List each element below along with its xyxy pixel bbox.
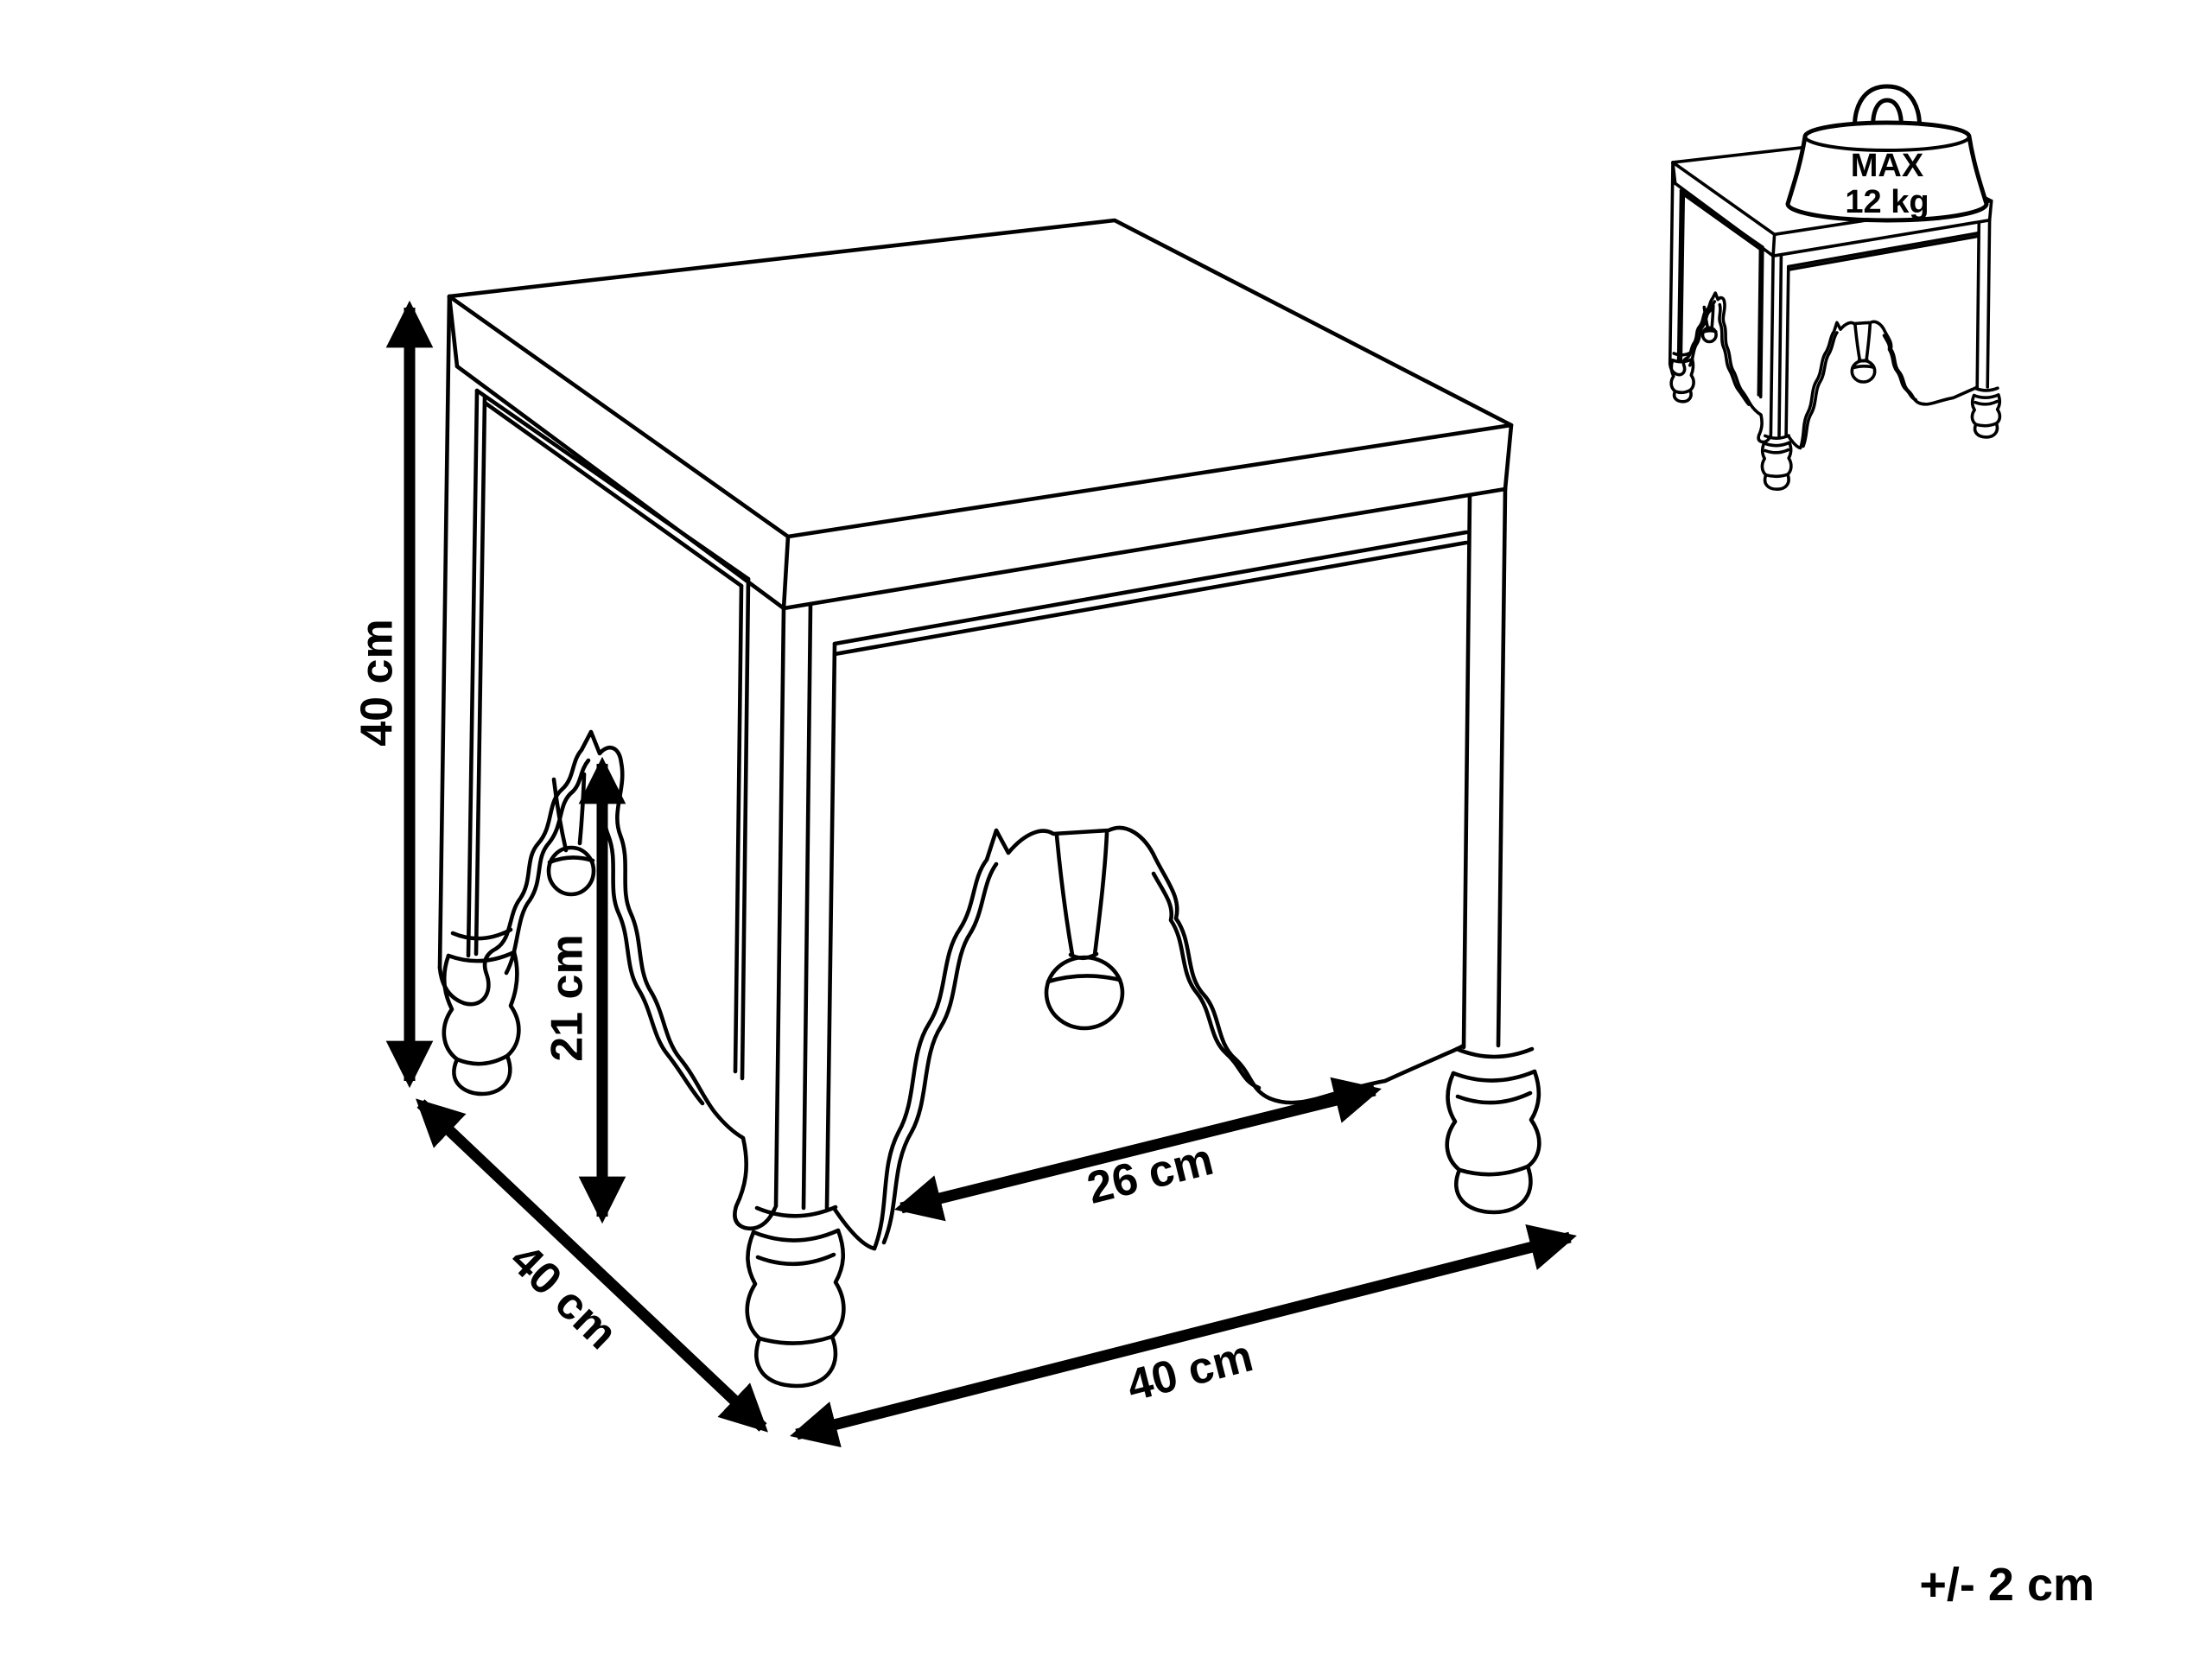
arch-height-dimension: 21 cm [543, 756, 626, 1224]
depth-dimension-label: 40 cm [500, 1235, 626, 1359]
arch-opening-dimension: 26 cm [894, 1077, 1382, 1222]
height-dimension: 40 cm [353, 300, 434, 1089]
tolerance-note: +/- 2 cm [1919, 1559, 2094, 1611]
weight-icon: MAX 12 kg [1785, 84, 1989, 223]
width-dimension-arrow [790, 1224, 1577, 1447]
depth-dimension-arrow [416, 1098, 768, 1433]
arch-opening-dimension-arrow [894, 1077, 1382, 1222]
max-load-label-line1: MAX [1851, 148, 1924, 184]
arch-height-dimension-label: 21 cm [543, 934, 593, 1061]
max-load-inset: MAX 12 kg [1669, 84, 2000, 490]
height-dimension-label: 40 cm [353, 619, 403, 746]
depth-dimension: 40 cm [416, 1098, 768, 1433]
max-load-label-line2: 12 kg [1845, 184, 1929, 220]
width-dimension: 40 cm [790, 1224, 1577, 1447]
